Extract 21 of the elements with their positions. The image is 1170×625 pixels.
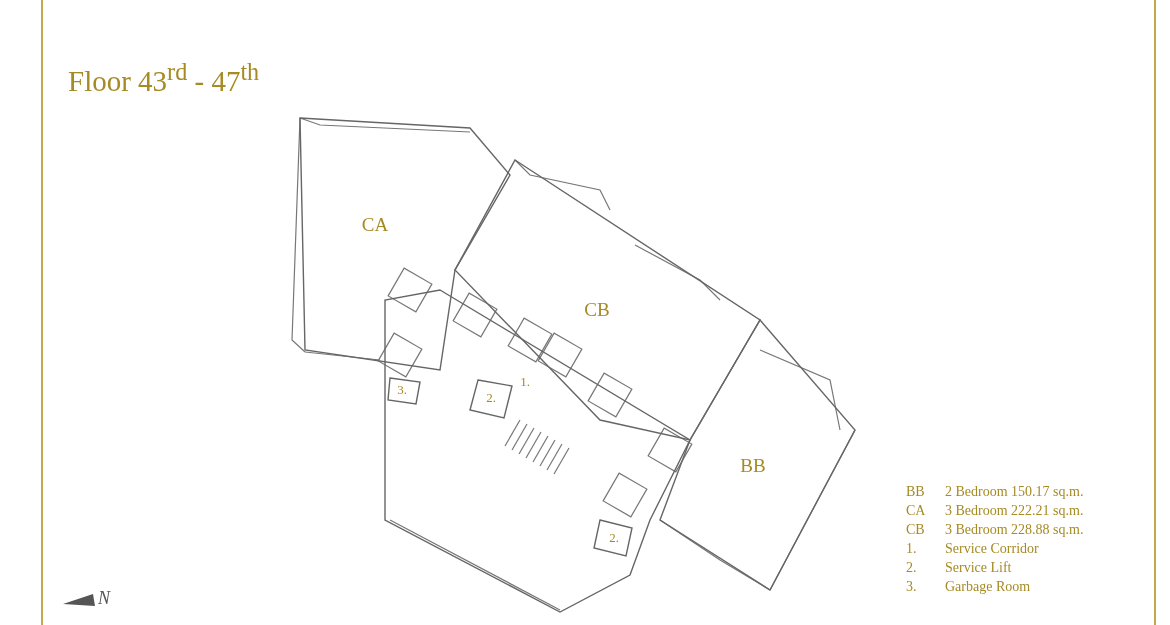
key-code: BB (906, 484, 925, 500)
room-number: 3. (397, 382, 407, 398)
room-number: 2. (486, 390, 496, 406)
key-code: CA (906, 503, 926, 519)
room-number: 1. (520, 374, 530, 390)
key-description: Service Corridor (945, 541, 1039, 557)
key-code: 1. (906, 541, 917, 557)
key-code: 2. (906, 560, 917, 576)
key-description: Service Lift (945, 560, 1012, 576)
key-code: 3. (906, 579, 917, 595)
unit-label: BB (740, 455, 766, 477)
key-description: 2 Bedroom 150.17 sq.m. (945, 484, 1084, 500)
key-code: CB (906, 522, 925, 538)
key-description: Garbage Room (945, 579, 1031, 595)
unit-label: CA (361, 214, 389, 236)
floor-title: Floor 43$^{rd}$ - 47$^{th}$ (68, 58, 260, 98)
room-number: 2. (609, 530, 619, 546)
key-description: 3 Bedroom 228.88 sq.m. (945, 522, 1084, 538)
unit-label: CB (584, 299, 610, 321)
key-description: 3 Bedroom 222.21 sq.m. (945, 503, 1084, 519)
north-label: N (98, 588, 110, 609)
